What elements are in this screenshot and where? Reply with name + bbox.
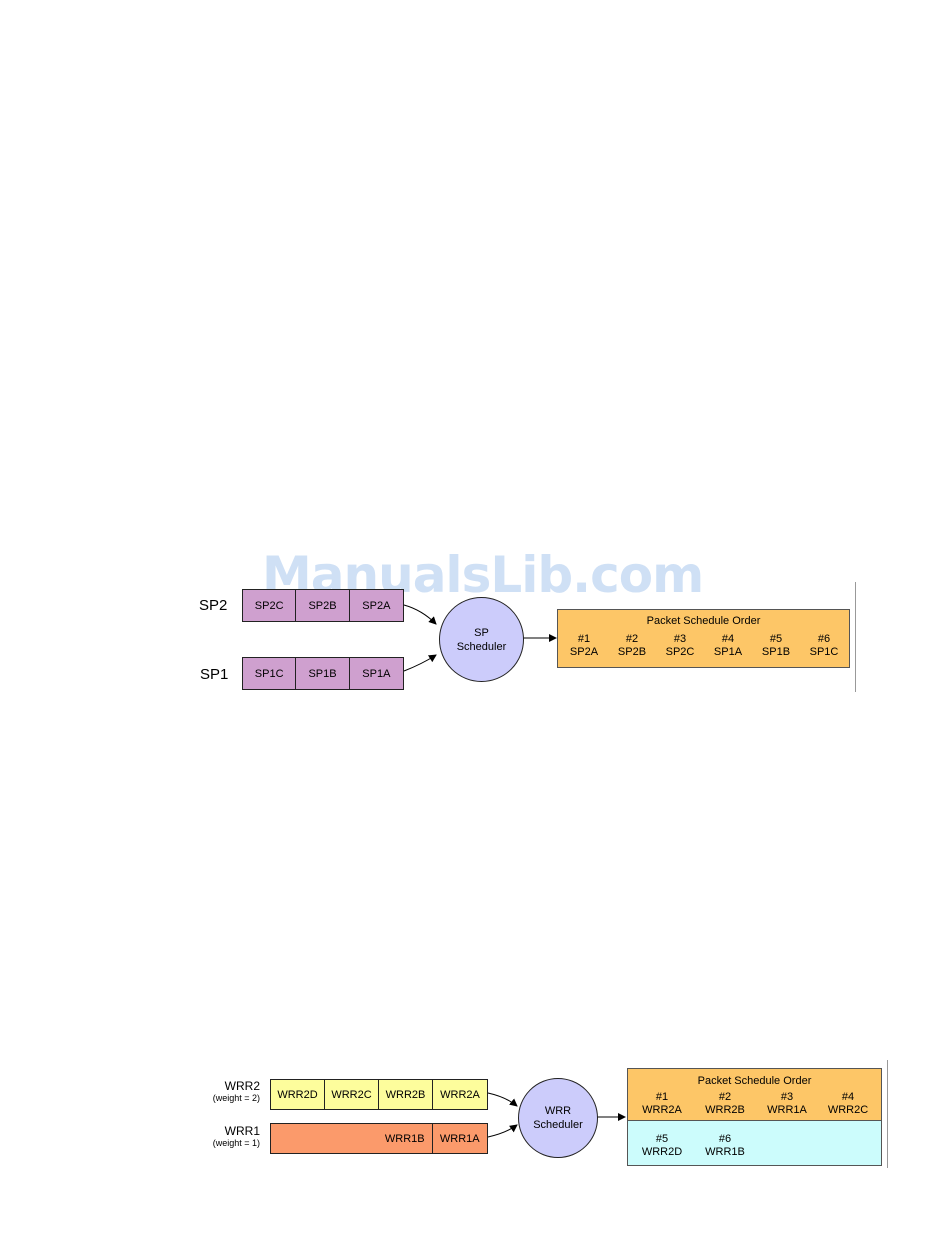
slot-packet: WRR2C [816, 1104, 880, 1117]
sp-scheduler: SP Scheduler [439, 597, 524, 682]
packet-cell: SP1A [350, 658, 403, 689]
slot-number: #6 [693, 1133, 757, 1146]
slot-number: #3 [755, 1091, 819, 1104]
slot-number: #5 [752, 633, 800, 646]
scheduler-label-line2: Scheduler [457, 640, 507, 654]
wrr1-label: WRR1 (weight = 1) [150, 1125, 260, 1148]
slot-number: #2 [608, 633, 656, 646]
slot-packet: SP1A [704, 646, 752, 659]
packet-cell: SP1B [296, 658, 349, 689]
scheduler-label-line1: WRR [545, 1104, 571, 1118]
scheduler-label-line2: Scheduler [533, 1118, 583, 1132]
queue-weight: (weight = 2) [150, 1093, 260, 1103]
packet-cell: WRR2C [325, 1080, 379, 1109]
queue-name: WRR2 [150, 1080, 260, 1093]
slot-number: #4 [816, 1091, 880, 1104]
queue-name: WRR1 [150, 1125, 260, 1138]
slot-number: #2 [693, 1091, 757, 1104]
sp2-label: SP2 [199, 597, 227, 614]
slot-number: #1 [560, 633, 608, 646]
packet-cell: SP2C [243, 590, 296, 621]
slot-packet: WRR2A [630, 1104, 694, 1117]
slot-number: #5 [630, 1133, 694, 1146]
arrow-wrr1-to-scheduler [488, 1125, 517, 1137]
wrr1-queue: WRR1B WRR1A [270, 1123, 488, 1154]
order-title: Packet Schedule Order [558, 615, 849, 627]
empty-queue-space [271, 1124, 378, 1153]
packet-cell: WRR1B [378, 1124, 433, 1153]
scheduler-label-line1: SP [474, 626, 489, 640]
packet-cell: WRR2D [271, 1080, 325, 1109]
slot-packet: WRR2B [693, 1104, 757, 1117]
arrow-sp1-to-scheduler [404, 655, 436, 671]
slot-packet: SP2A [560, 646, 608, 659]
wrr2-label: WRR2 (weight = 2) [150, 1080, 260, 1103]
packet-cell: WRR2A [433, 1080, 487, 1109]
slot-packet: WRR1A [755, 1104, 819, 1117]
packet-cell: SP2A [350, 590, 403, 621]
slot-number: #3 [656, 633, 704, 646]
order-title: Packet Schedule Order [628, 1075, 881, 1087]
packet-cell: SP1C [243, 658, 296, 689]
packet-cell: WRR1A [433, 1124, 488, 1153]
queue-weight: (weight = 1) [150, 1138, 260, 1148]
slot-packet: WRR1B [693, 1146, 757, 1159]
slot-number: #4 [704, 633, 752, 646]
slot-packet: SP1C [800, 646, 848, 659]
arrow-sp2-to-scheduler [404, 605, 436, 624]
wrr-scheduler: WRR Scheduler [518, 1078, 598, 1158]
slot-packet: WRR2D [630, 1146, 694, 1159]
slot-packet: SP2B [608, 646, 656, 659]
sp1-label: SP1 [200, 666, 228, 683]
margin-rule [855, 582, 856, 692]
slot-number: #1 [630, 1091, 694, 1104]
arrow-wrr2-to-scheduler [488, 1093, 517, 1106]
slot-number: #6 [800, 633, 848, 646]
wrr2-queue: WRR2D WRR2C WRR2B WRR2A [270, 1079, 488, 1110]
sp2-queue: SP2C SP2B SP2A [242, 589, 404, 622]
slot-packet: SP1B [752, 646, 800, 659]
sp1-queue: SP1C SP1B SP1A [242, 657, 404, 690]
packet-cell: WRR2B [379, 1080, 433, 1109]
margin-rule [887, 1060, 888, 1168]
slot-packet: SP2C [656, 646, 704, 659]
packet-cell: SP2B [296, 590, 349, 621]
